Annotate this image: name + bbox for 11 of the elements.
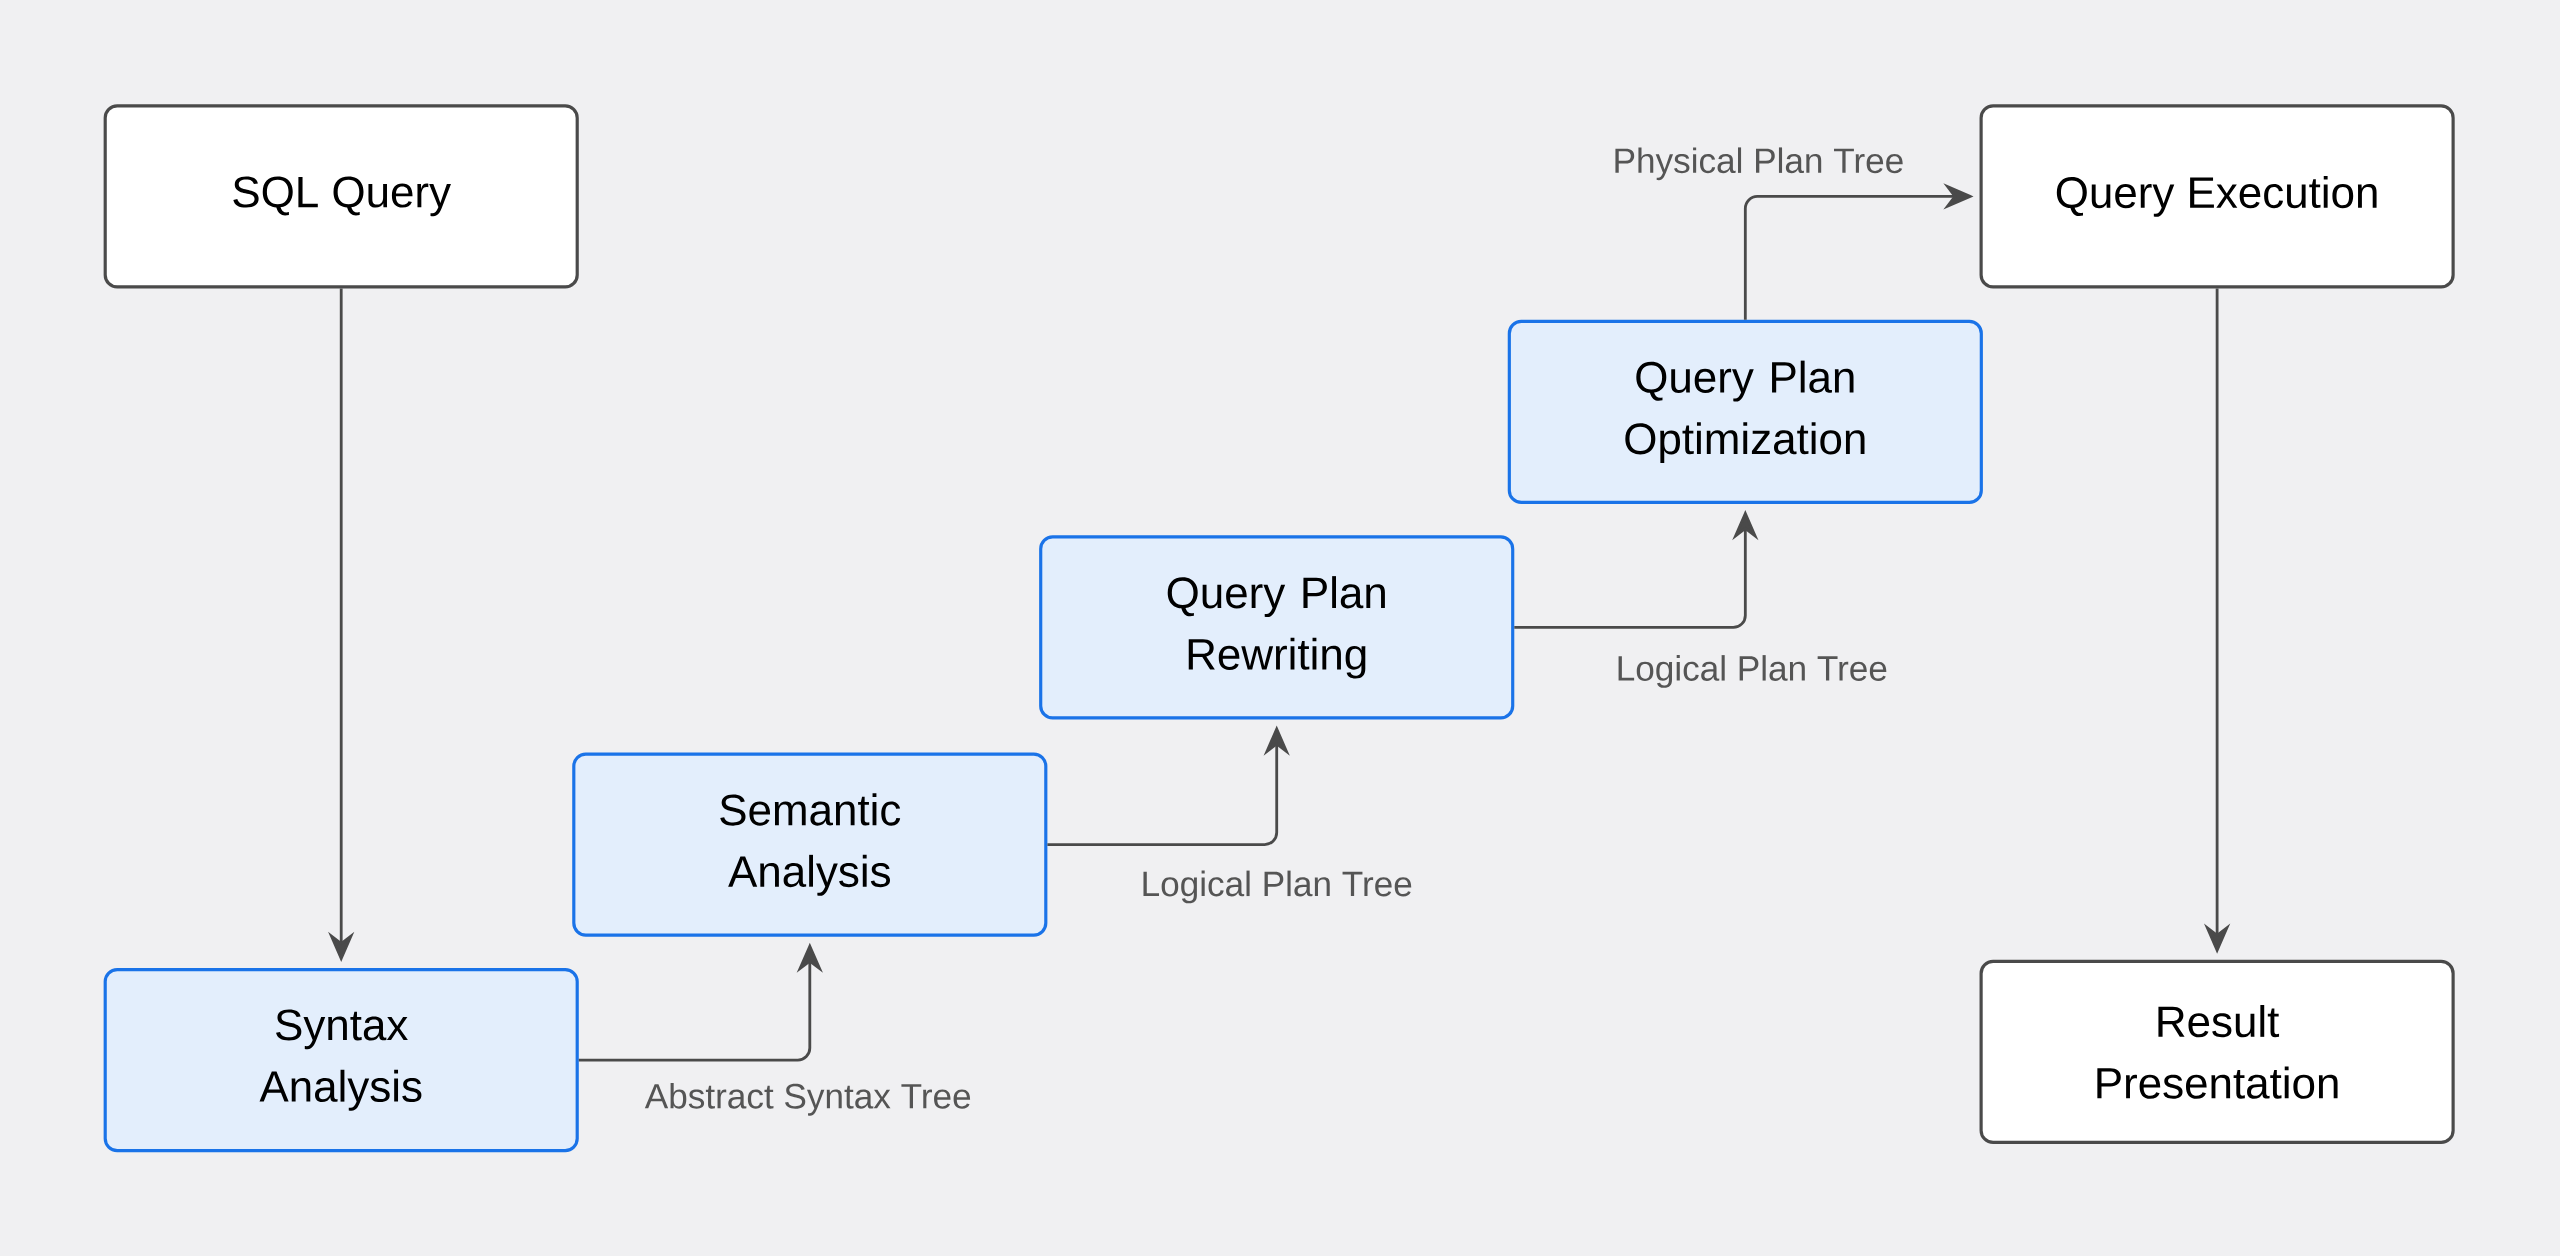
edge-label: Logical Plan Tree — [1137, 867, 1417, 907]
process-box: Query Execution — [1979, 104, 2455, 289]
process-box: SQL Query — [103, 104, 579, 289]
edge-label: Logical Plan Tree — [1612, 651, 1892, 692]
edge-label: Physical Plan Tree — [1609, 143, 1908, 184]
process-box: Result Presentation — [1979, 959, 2455, 1144]
process-box: Semantic Analysis — [572, 752, 1048, 937]
process-box: Query Plan Optimization — [1507, 319, 1983, 504]
process-box: Syntax Analysis — [103, 968, 579, 1153]
edge-label: Abstract Syntax Tree — [641, 1079, 976, 1120]
process-box: Query Plan Rewriting — [1039, 535, 1515, 720]
